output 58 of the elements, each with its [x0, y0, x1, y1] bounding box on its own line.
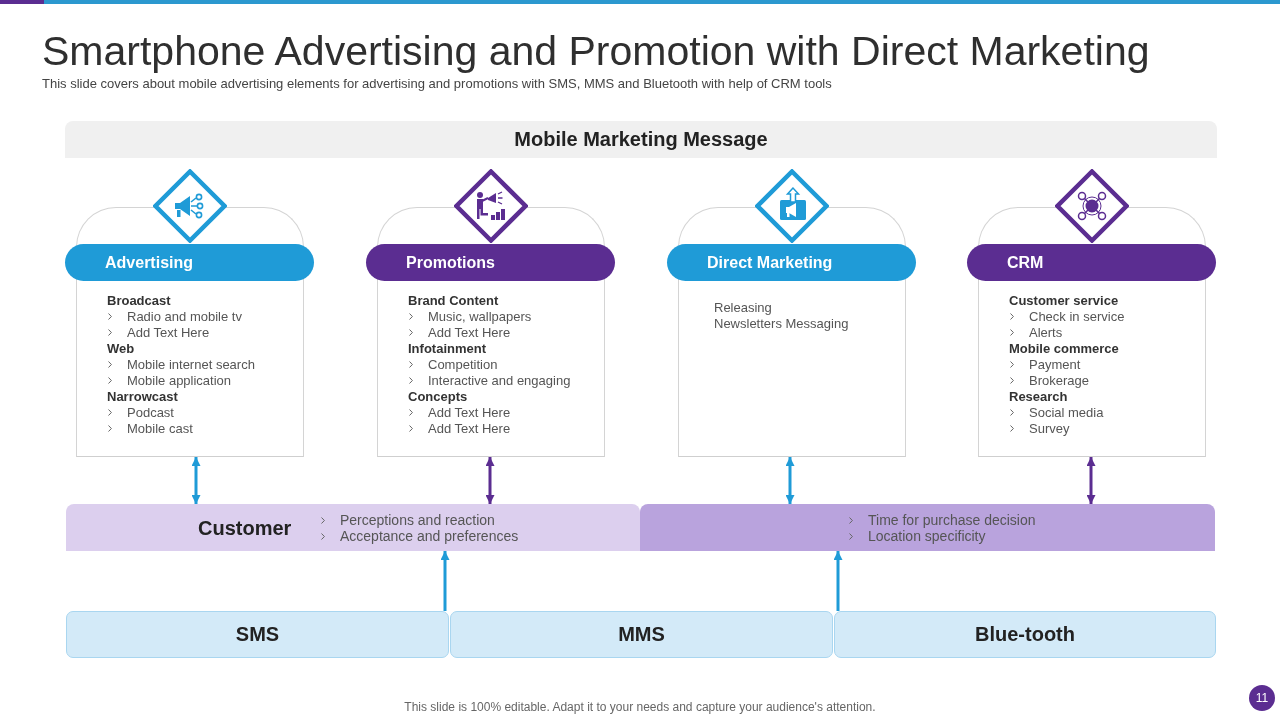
section-heading: Research [1009, 388, 1068, 404]
band-heading: Customer [198, 515, 292, 540]
header-band: Mobile Marketing Message [65, 121, 1217, 158]
list-item: Mobile application [127, 372, 232, 388]
list-item: Add Text Here [127, 324, 210, 340]
list-item: Mobile cast [127, 420, 193, 436]
double-arrow [785, 457, 795, 504]
list-item: Add Text Here [428, 324, 511, 340]
card [65, 207, 314, 457]
card [366, 207, 615, 457]
list-item: Acceptance and preferences [340, 527, 519, 544]
list-item: Check in service [1029, 308, 1125, 324]
footer-note: This slide is 100% editable. Adapt it to your needs and capture your audience's attention. [404, 700, 876, 714]
list-item: Mobile internet search [127, 356, 255, 372]
channel-tile: MMS [450, 611, 833, 658]
list-item: Add Text Here [428, 420, 511, 436]
page-number: 11 [1249, 685, 1275, 711]
list-item: Time for purchase decision [868, 511, 1036, 528]
arrow [833, 551, 843, 611]
customer-band [640, 504, 1215, 551]
double-arrow [1086, 457, 1096, 504]
list-item: Competition [428, 356, 498, 372]
card-header: Advertising [65, 244, 314, 281]
list-item: Podcast [127, 404, 174, 420]
section-heading: Broadcast [107, 292, 171, 308]
list-item: Survey [1029, 420, 1070, 436]
text-line: Newsletters Messaging [714, 315, 849, 331]
card-header: Direct Marketing [667, 244, 916, 281]
section-heading: Narrowcast [107, 388, 178, 404]
customer-band [66, 504, 640, 551]
list-item: Add Text Here [428, 404, 511, 420]
card [967, 207, 1216, 457]
channel-tile: Blue-tooth [834, 611, 1216, 658]
section-heading: Concepts [408, 388, 468, 404]
section-heading: Web [107, 340, 135, 356]
list-item: Radio and mobile tv [127, 308, 242, 324]
section-heading: Customer service [1009, 292, 1119, 308]
section-heading: Brand Content [408, 292, 499, 308]
list-item: Interactive and engaging [428, 372, 571, 388]
list-item: Music, wallpapers [428, 308, 532, 324]
arrow [440, 551, 450, 611]
slide-title: Smartphone Advertising and Promotion with Direct Marketing [42, 28, 1150, 74]
list-item: Alerts [1029, 324, 1063, 340]
card-header: CRM [967, 244, 1216, 281]
list-item: Payment [1029, 356, 1081, 372]
card [667, 207, 916, 457]
card-header: Promotions [366, 244, 615, 281]
double-arrow [485, 457, 495, 504]
list-item: Location specificity [868, 527, 986, 544]
channel-tile: SMS [66, 611, 449, 658]
double-arrow [191, 457, 201, 504]
subtitle: This slide covers about mobile advertising elements for advertising and promotions with SMS, MMS and Bluetooth with help of CRM tools [42, 76, 832, 92]
list-item: Perceptions and reaction [340, 511, 495, 528]
text-line: Releasing [714, 299, 772, 315]
section-heading: Infotainment [408, 340, 486, 356]
list-item: Brokerage [1029, 372, 1089, 388]
list-item: Social media [1029, 404, 1104, 420]
section-heading: Mobile commerce [1009, 340, 1119, 356]
